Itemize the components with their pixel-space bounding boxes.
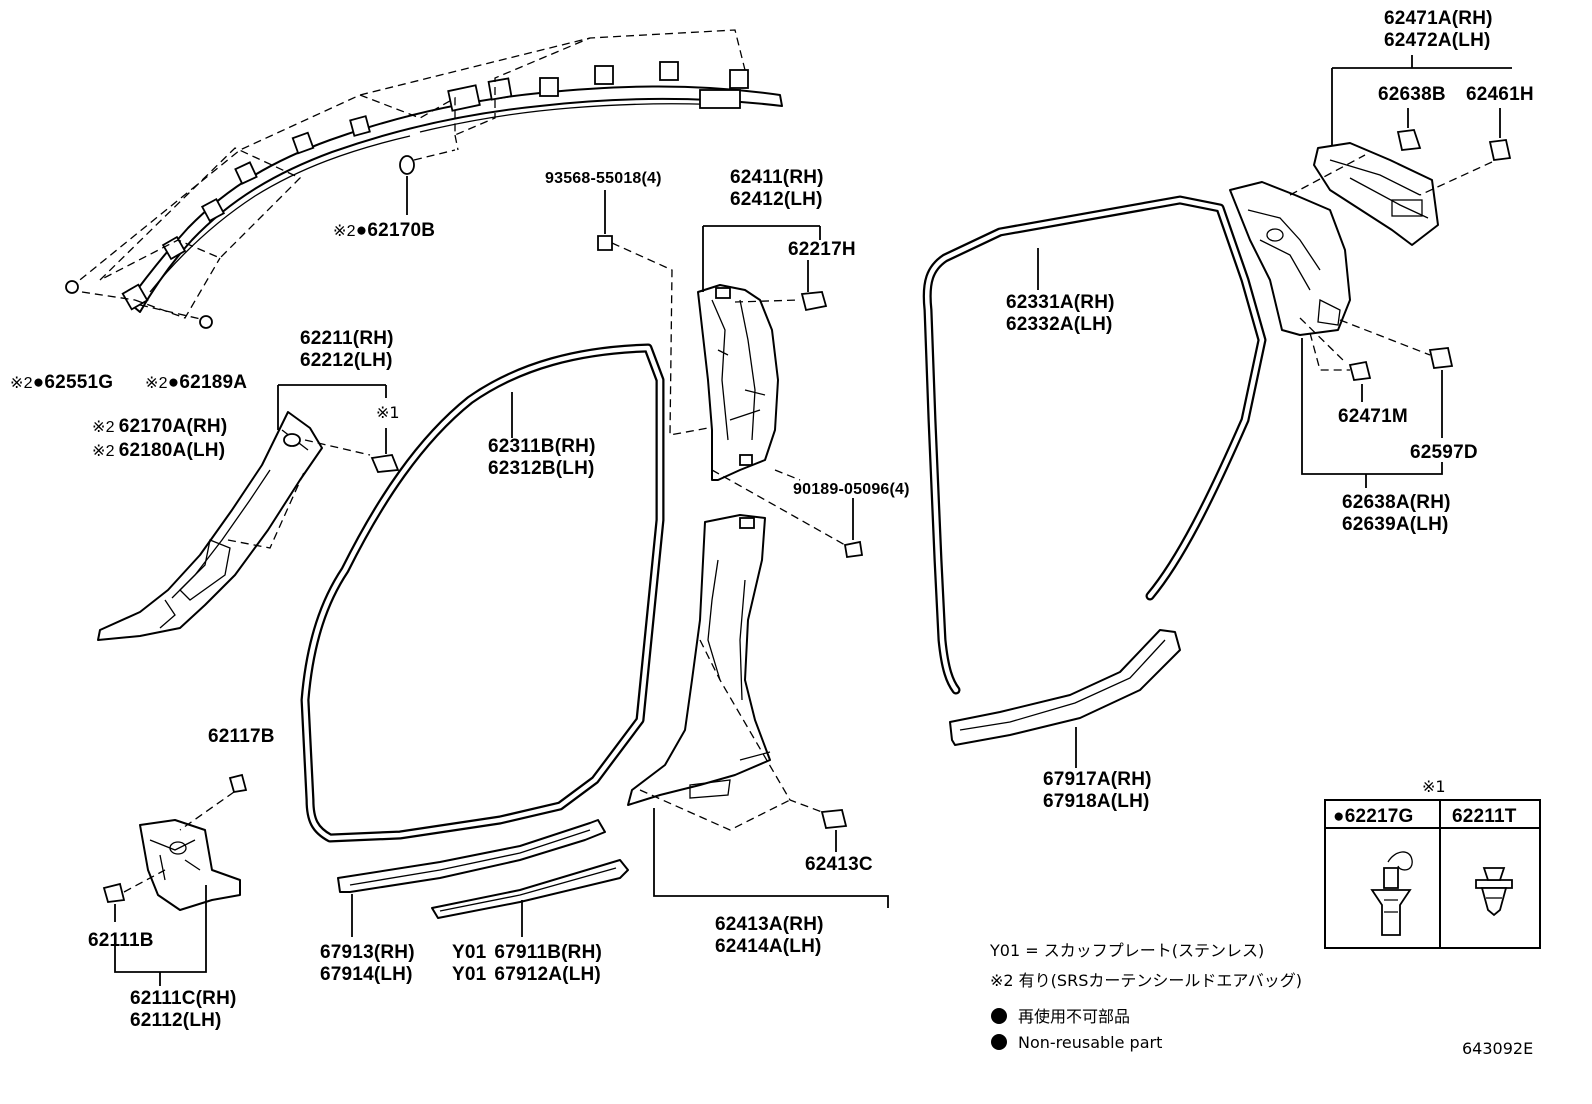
- nonreuse-dot-icon: [991, 1008, 1007, 1024]
- clip-62217G-illustration: [1370, 851, 1413, 936]
- label-62597D: 62597D: [1410, 442, 1478, 463]
- table-header-62211T: 62211T: [1452, 806, 1517, 827]
- rear-door-scuff-plate: [949, 629, 1181, 746]
- front-door-weatherstrip: [300, 343, 665, 843]
- label-62471M: 62471M: [1338, 406, 1408, 427]
- label-62311B: 62311B(RH): [488, 436, 596, 457]
- nonreuse-dot-icon: ●: [1333, 806, 1345, 827]
- table-col1-text: 62217G: [1345, 806, 1414, 827]
- diagram-id: 643092E: [1462, 1039, 1533, 1058]
- screw-93568: [597, 190, 613, 251]
- label-62312B: 62312B(LH): [488, 458, 595, 479]
- label-67912A: Y01 67912A(LH): [452, 964, 601, 985]
- label-62471A: 62471A(RH): [1384, 8, 1493, 29]
- label-62413A: 62413A(RH): [715, 914, 824, 935]
- label-62411: 62411(RH): [730, 167, 824, 188]
- label-62211: 62211(RH): [300, 328, 394, 349]
- nonreuse-dot-icon: ●: [168, 372, 180, 393]
- table-header-62217G: ●62217G: [1333, 806, 1414, 827]
- clip-62211T: [370, 428, 400, 473]
- ref2-prefix: ※2: [10, 375, 33, 392]
- label-62639A: 62639A(LH): [1342, 514, 1449, 535]
- label-62472A: 62472A(LH): [1384, 30, 1491, 51]
- clip-62471M: [1348, 360, 1372, 402]
- label-62180A-text: 62180A(LH): [119, 440, 226, 461]
- part-labels: 62471A(RH) 62472A(LH) 62638B 62461H 9356…: [10, 8, 1534, 1031]
- legend-nonreuse-jp: 再使用不可部品: [1018, 1007, 1130, 1026]
- label-62111C: 62111C(RH): [130, 988, 237, 1009]
- clip-62111B: [102, 869, 166, 922]
- label-93568-55018: 93568-55018(4): [545, 170, 662, 187]
- nonreuse-dot-icon: ●: [33, 372, 45, 393]
- label-62189A-text: 62189A: [179, 372, 247, 393]
- clip-62461H: [1419, 108, 1512, 196]
- legend-ref2: ※2 有り(SRSカーテンシールドエアバッグ): [990, 971, 1302, 990]
- front-pillar-garnish: [97, 411, 371, 641]
- roof-side-rail-garnish: [69, 29, 783, 321]
- label-67918A: 67918A(LH): [1043, 791, 1150, 812]
- nonreuse-dot-icon: [991, 1034, 1007, 1050]
- label-62112: 62112(LH): [130, 1010, 222, 1031]
- nonreuse-dot-icon: ●: [356, 220, 368, 241]
- label-67913: 67913(RH): [320, 942, 415, 963]
- label-62414A: 62414A(LH): [715, 936, 822, 957]
- ref2-prefix: ※2: [92, 419, 115, 436]
- label-67911B: Y01 67911B(RH): [452, 942, 602, 963]
- clip-90189: [843, 498, 864, 559]
- label-62551G: ※2●62551G: [10, 372, 113, 393]
- label-62212: 62212(LH): [300, 350, 393, 371]
- label-62332A: 62332A(LH): [1006, 314, 1113, 335]
- clip-62597D: [1428, 347, 1454, 438]
- label-67914: 67914(LH): [320, 964, 413, 985]
- label-62638A: 62638A(RH): [1342, 492, 1451, 513]
- center-pillar-upper-garnish: [611, 242, 846, 546]
- label-ref1-a: ※1: [376, 403, 400, 422]
- rear-door-weatherstrip: [922, 195, 1267, 695]
- label-62111B: 62111B: [88, 930, 154, 951]
- label-62638B: 62638B: [1378, 84, 1446, 105]
- legend: Y01 = スカッフプレート(ステンレス) ※2 有り(SRSカーテンシールドエ…: [989, 941, 1302, 1052]
- clip-62413C: [820, 809, 848, 852]
- clip-62217H: [800, 291, 828, 312]
- legend-nonreuse-en: Non-reusable part: [1018, 1033, 1162, 1052]
- label-67917A: 67917A(RH): [1043, 769, 1152, 790]
- clip-62211T-illustration: [1475, 867, 1513, 917]
- label-62170A-text: 62170A(RH): [119, 416, 228, 437]
- label-90189-05096: 90189-05096(4): [793, 481, 910, 498]
- label-62217H: 62217H: [788, 239, 856, 260]
- ref2-prefix: ※2: [333, 223, 356, 240]
- front-door-scuff-plate: [337, 819, 606, 893]
- front-door-scuff-plate-stainless: [431, 859, 629, 919]
- label-ref1-b: ※1: [1422, 777, 1446, 796]
- roof-side-inner-garnish-upper: [1313, 142, 1439, 246]
- ref2-prefix: ※2: [92, 443, 115, 460]
- label-62117B: 62117B: [208, 726, 275, 747]
- label-62189A: ※2●62189A: [145, 372, 247, 393]
- center-pillar-lower-garnish: [627, 514, 831, 831]
- label-62170B: ※2●62170B: [333, 220, 435, 241]
- legend-y01: Y01 = スカッフプレート(ステンレス): [989, 941, 1264, 960]
- y01-prefix: Y01: [452, 964, 487, 985]
- label-62461H: 62461H: [1466, 84, 1534, 105]
- quarter-pillar-garnish: [1229, 154, 1431, 371]
- label-62551G-text: 62551G: [44, 372, 113, 393]
- reference-table: [1324, 799, 1541, 949]
- label-62170B-text: 62170B: [367, 220, 435, 241]
- label-62331A: 62331A(RH): [1006, 292, 1115, 313]
- label-62413C: 62413C: [805, 854, 873, 875]
- label-67912A-text: 67912A(LH): [494, 964, 601, 985]
- clip-62170B: [399, 149, 456, 215]
- ref2-prefix: ※2: [145, 375, 168, 392]
- cowl-side-trim: [139, 819, 241, 911]
- label-67911B-text: 67911B(RH): [494, 942, 602, 963]
- clip-62117B: [179, 773, 248, 831]
- clip-62638B: [1396, 108, 1422, 151]
- label-62412: 62412(LH): [730, 189, 823, 210]
- y01-prefix: Y01: [452, 942, 487, 963]
